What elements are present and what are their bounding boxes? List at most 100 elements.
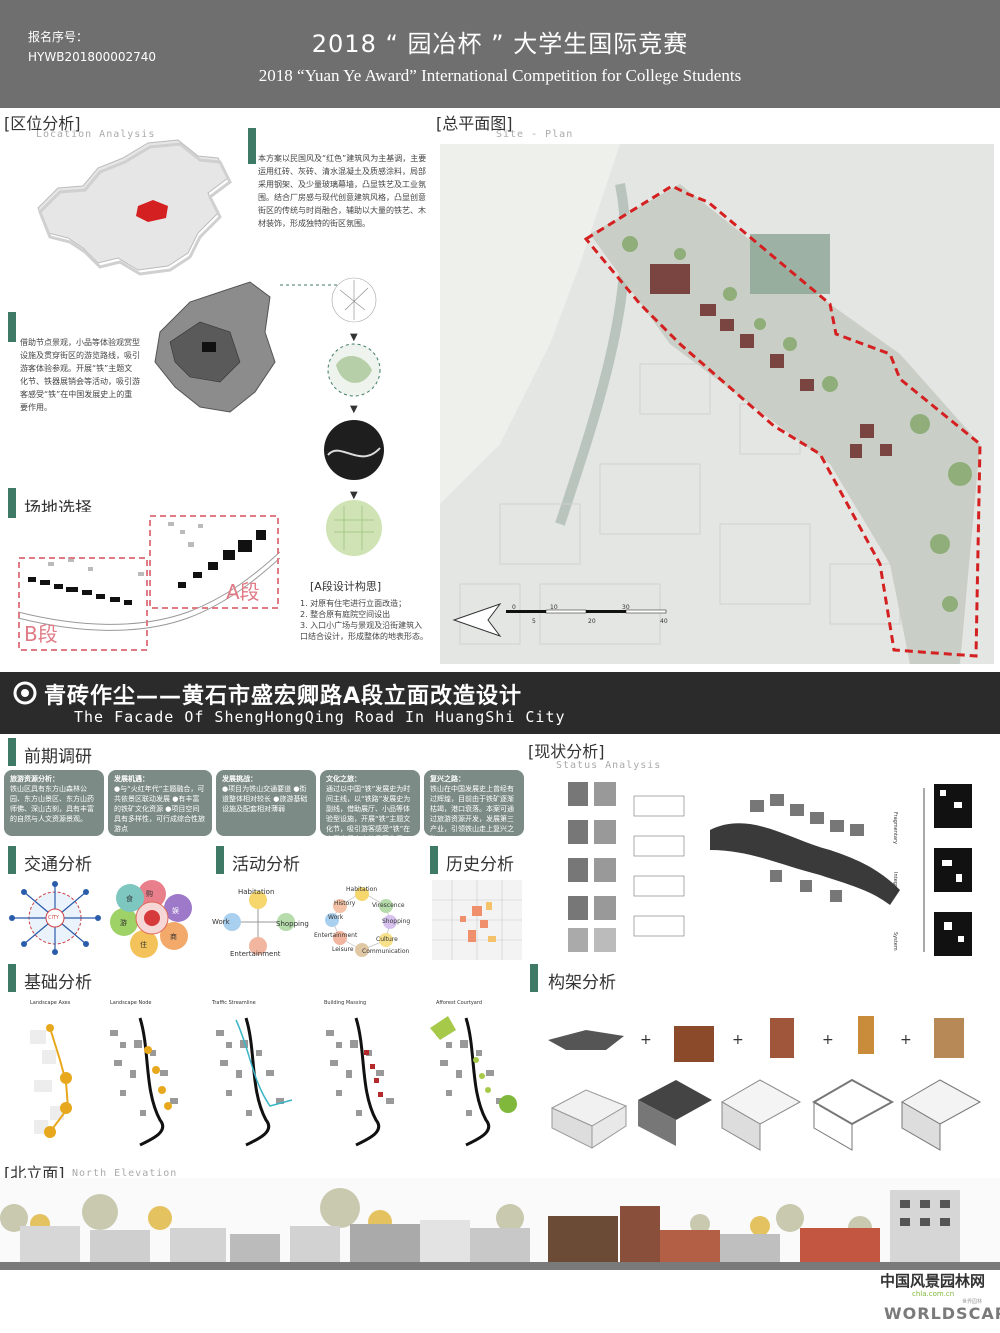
accent-bar: [8, 312, 16, 342]
status-subtitle: Status Analysis: [556, 760, 662, 771]
status-section-title: [现状分析]: [528, 742, 605, 761]
activity-node: Shopping: [276, 920, 309, 928]
status-side-label: Integrate: [892, 872, 898, 896]
site-selection-map: [18, 512, 280, 652]
status-side-label: Fragmentary: [892, 812, 898, 844]
activity-description: 借助节点景观，小品等体验观赏型设施及贯穿街区的游览路线，吸引游客体验参观。开展“…: [20, 338, 140, 412]
b-section-box[interactable]: [18, 557, 148, 651]
elevation-subtitle: North Elevation: [72, 1168, 178, 1179]
svg-text:▼: ▼: [350, 332, 358, 343]
activity-node: Virescence: [372, 902, 405, 909]
logo-small: 世界园林: [962, 1299, 983, 1305]
plus-icon: +: [900, 1032, 912, 1048]
basic-panel-label: Afforest Courtyard: [436, 1000, 483, 1006]
plan-section-title: [总平面图]: [436, 114, 513, 133]
accent-bar: [8, 964, 16, 992]
china-map: [37, 139, 232, 276]
north-arrow-icon: [452, 602, 502, 638]
activity-diagram-1: [223, 891, 295, 955]
basic-panel-label: Building Massing: [324, 1000, 367, 1006]
research-card: 发展机遇：●与“火红年代”主题融合，可共依景区联动发展 ●有丰富的铁矿文化资源 …: [108, 770, 212, 836]
hubei-highlight: [136, 200, 168, 222]
frame-title: 构架分析: [548, 973, 616, 993]
activity-node: Shopping: [382, 918, 411, 925]
flower-label: 商: [170, 933, 177, 941]
activity-node: Habitation: [346, 886, 378, 893]
activity-node: Leisure: [332, 946, 354, 953]
scale-tick: 10: [550, 604, 558, 611]
basic-title: 基础分析: [24, 973, 92, 993]
b-section-label: B段: [24, 622, 58, 646]
scale-tick: 5: [532, 618, 536, 625]
logo-url: chla.com.cn: [912, 1290, 955, 1298]
concept-item: 2. 整合原有庭院空间设出: [300, 610, 391, 619]
activity-node: Communication: [362, 948, 410, 955]
research-card: 发展挑战：●项目为铁山交通要道 ●街道整体相对较长 ●旅游基础设施及配套相对薄弱: [216, 770, 316, 836]
location-description: 本方案以民国风及“红色”建筑风为主基调，主要运用红砖、灰砖、清水混凝土及质感涂料…: [258, 154, 427, 228]
activity-flower-diagram: [110, 880, 192, 958]
activity-node: Culture: [376, 936, 398, 943]
accent-bar: [530, 964, 538, 992]
activity-node: Entertainment: [314, 932, 358, 939]
research-card: 旅游资源分析：铁山区具有东方山森林公园、东方山景区、东方山药师佛、深山古刹，具有…: [4, 770, 104, 836]
site-plan: [440, 144, 994, 664]
activity-node: Habitation: [238, 888, 275, 896]
traffic-center-label: CITY: [48, 915, 60, 921]
scale-tick: 0: [512, 604, 516, 611]
activity-node: History: [334, 900, 356, 907]
svg-text:▼: ▼: [350, 404, 358, 415]
plus-icon: +: [640, 1032, 652, 1048]
title-banner: 青砖作尘——黄石市盛宏卿路A段立面改造设计 The Facade Of Shen…: [0, 672, 1000, 734]
flower-label: 食: [126, 895, 133, 903]
zoom-sequence: ▼ ▼ ▼: [280, 277, 384, 556]
flower-label: 住: [140, 941, 147, 949]
flower-label: 游: [120, 919, 127, 927]
registration-number: HYWB201800002740: [28, 50, 157, 64]
accent-bar: [430, 846, 438, 874]
concept-list: 1. 对原有住宅进行立面改造； 2. 整合原有庭院空间设出 3. 入口小广场与景…: [300, 598, 430, 642]
basic-panel-label: Landscape Axes: [30, 1000, 71, 1006]
scale-bar: [452, 602, 667, 638]
activity-node: Work: [328, 914, 344, 921]
basic-analysis-diagrams: [30, 1016, 517, 1147]
concept-item: 1. 对原有住宅进行立面改造；: [300, 599, 407, 608]
plus-icon: +: [732, 1032, 744, 1048]
site-boundary: [583, 184, 982, 658]
frame-diagrams: [548, 1016, 982, 1151]
footer: [0, 1272, 1000, 1333]
accent-bar: [8, 488, 16, 518]
traffic-title: 交通分析: [24, 855, 92, 875]
flower-label: 购: [146, 890, 153, 898]
concept-item: 3. 入口小广场与景观及沿街建筑入口结合设计，形成整体的地表形态。: [300, 621, 428, 641]
banner-title: 青砖作尘——黄石市盛宏卿路A段立面改造设计: [44, 684, 523, 709]
a-section-box[interactable]: [149, 515, 279, 609]
accent-bar: [8, 846, 16, 874]
page-title: 2018 “ 园冶杯 ” 大学生国际竞赛: [311, 30, 689, 58]
registration-label: 报名序号：: [28, 30, 89, 44]
concept-title: [A段设计构思]: [310, 580, 382, 593]
basic-panel-label: Traffic Streamline: [212, 1000, 256, 1006]
header: 报名序号： HYWB201800002740 2018 “ 园冶杯 ” 大学生国…: [0, 0, 1000, 108]
north-elevation: [0, 1178, 1000, 1270]
plan-subtitle: Site - Plan: [496, 129, 574, 140]
location-subtitle: Location Analysis: [36, 129, 156, 140]
a-section-label: A段: [226, 580, 260, 604]
scale-tick: 30: [622, 604, 630, 611]
activity-title: 活动分析: [232, 855, 300, 875]
activity-node: Entertainment: [230, 950, 281, 958]
activity-node: Work: [212, 918, 230, 926]
city-marker: [202, 342, 216, 352]
logo-en: WORLDSCAPE: [884, 1304, 1000, 1323]
research-title: 前期调研: [24, 747, 92, 767]
status-figure-ground: [923, 784, 972, 956]
province-map: [154, 281, 276, 413]
banner-subtitle: The Facade Of ShengHongQing Road In Huan…: [74, 708, 566, 726]
basic-panel-label: Landscape Node: [110, 1000, 152, 1006]
plus-icon: +: [822, 1032, 834, 1048]
research-card: 文化之旅：通过以中国“铁”发展史为时间主线，以“铁路”发展史为副线，借助展厅、小…: [320, 770, 420, 843]
status-photos: [568, 782, 685, 952]
flower-label: 娱: [172, 907, 179, 915]
svg-text:▼: ▼: [350, 490, 358, 501]
history-map: [432, 880, 522, 960]
history-title: 历史分析: [446, 855, 514, 875]
